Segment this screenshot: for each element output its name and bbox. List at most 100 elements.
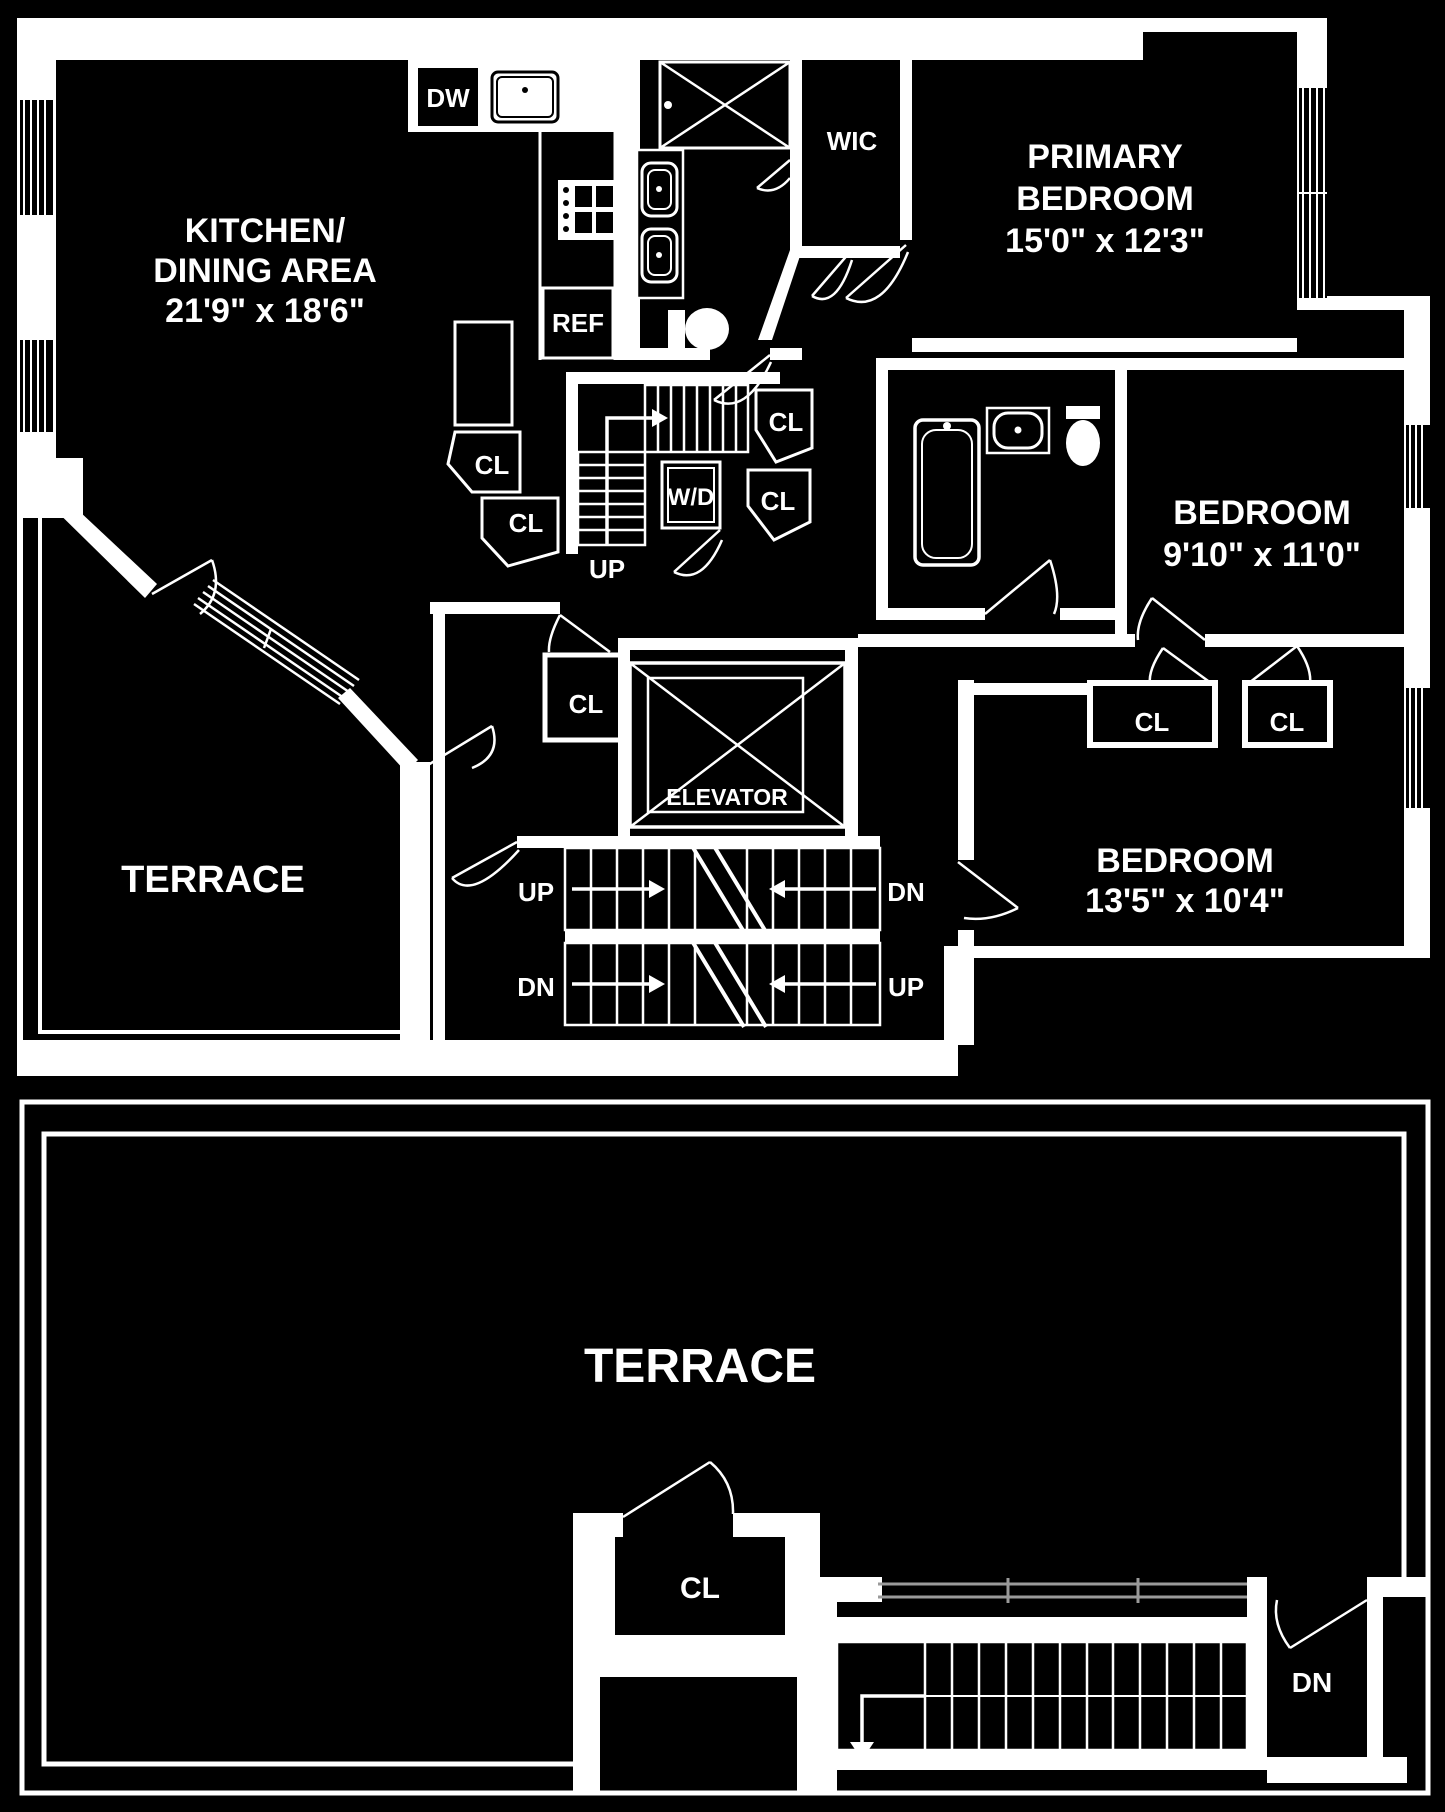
shower-icon (658, 60, 792, 150)
toilet-icon (1066, 406, 1100, 466)
hall-closets: CL CL CL CL CL (430, 388, 814, 1042)
terrace-label: TERRACE (121, 859, 305, 901)
up-arrow (605, 416, 655, 545)
kitchen-dims: 21'9" x 18'6" (165, 292, 365, 330)
closet (480, 496, 560, 568)
down-label: DN (887, 877, 925, 907)
closet-door-arc (547, 613, 611, 654)
landing-door-arc (451, 840, 520, 887)
stair-door-arc (1274, 1598, 1368, 1650)
closet-door-arc (622, 1460, 735, 1519)
pantry-column (453, 320, 514, 427)
window-icon (20, 88, 1430, 808)
terrace-outer-wall (19, 1099, 1431, 1796)
elevator: ELEVATOR (618, 638, 858, 840)
bedroom-small-dims: 9'10" x 11'0" (1163, 536, 1361, 574)
down-arrow (860, 1694, 925, 1744)
terrace-parapet (41, 1131, 1407, 1767)
lower-closet: CL (573, 1460, 820, 1795)
wall (615, 348, 710, 360)
kitchen-sink-icon (490, 70, 560, 124)
closet-label: CL (509, 508, 544, 538)
vanity-sinks-icon (635, 148, 685, 300)
dishwasher (418, 68, 478, 126)
bedroom-small-label: BEDROOM (1173, 494, 1351, 532)
primary-bedroom-label-2: BEDROOM (1016, 180, 1194, 218)
angled-wall (758, 250, 802, 340)
bedroom-door-arc (845, 244, 910, 304)
upper-floor-plan: DW REF KITCHEN/ DINING AR (17, 18, 1430, 1076)
closet-label: CL (680, 1572, 720, 1605)
bathroom-door-arc (984, 559, 1059, 615)
stair-break-icon (690, 939, 768, 1029)
outer-walls (17, 18, 1430, 1076)
down-label: DN (517, 972, 555, 1002)
closet-label: CL (761, 486, 796, 516)
up-label: UP (589, 554, 625, 584)
closet-label: CL (1270, 707, 1305, 737)
bedroom-closets: CL CL (1087, 645, 1333, 748)
up-label: UP (518, 877, 554, 907)
stove-icon (558, 180, 615, 240)
upper-stairs: UP W/D (566, 372, 780, 584)
terrace-door-arc (427, 724, 496, 770)
kitchen: DW REF KITCHEN/ DINING AR (153, 60, 640, 427)
dishwasher-label: DW (426, 83, 470, 113)
elevator-x-icon (629, 662, 846, 828)
elevator-label: ELEVATOR (666, 784, 788, 810)
sink-icon (985, 406, 1051, 455)
bedroom-large-dims: 13'5" x 10'4" (1085, 882, 1285, 920)
closet (754, 388, 814, 464)
primary-bathroom (615, 18, 802, 405)
wic-door-arc (811, 251, 854, 301)
wall (790, 18, 802, 258)
bedroom-door-arc (1136, 597, 1206, 641)
primary-bedroom-dims: 15'0" x 12'3" (1005, 222, 1205, 260)
primary-bedroom: PRIMARY BEDROOM 15'0" x 12'3" (758, 138, 1297, 352)
walk-in-closet: WIC (790, 18, 912, 301)
bedroom-large-label: BEDROOM (1096, 842, 1274, 880)
upper-terrace: TERRACE (33, 466, 496, 1042)
closet-label: CL (475, 450, 510, 480)
main-stairs: UP DN DN UP (451, 836, 925, 1029)
bedroom-door-arc (957, 861, 1019, 921)
lower-stairs: DN (817, 1577, 1428, 1795)
sliding-door-icon (193, 578, 360, 706)
terrace-label: TERRACE (584, 1340, 816, 1393)
hall-bathroom (876, 358, 1404, 647)
angled-wall (338, 688, 418, 772)
kitchen-label-2: DINING AREA (153, 252, 377, 290)
closet (1087, 680, 1218, 748)
kitchen-label-1: KITCHEN/ (185, 212, 346, 250)
primary-bedroom-label-1: PRIMARY (1027, 138, 1183, 176)
wic-label: WIC (827, 126, 878, 156)
up-arrowhead-icon (652, 409, 668, 427)
bathtub-icon (913, 418, 981, 567)
closet-door-arc (1148, 646, 1216, 688)
refrigerator-label: REF (552, 308, 604, 338)
up-label: UP (888, 972, 924, 1002)
lower-floor-plan: TERRACE CL (19, 1099, 1431, 1796)
wall (770, 348, 802, 360)
closet-label: CL (569, 689, 604, 719)
washer-dryer-label: W/D (668, 484, 715, 511)
bedroom-small: BEDROOM 9'10" x 11'0" (858, 494, 1404, 647)
refrigerator (541, 286, 615, 360)
closet-label: CL (769, 407, 804, 437)
stair-break-icon (690, 844, 768, 934)
closet (746, 468, 812, 542)
railing-post-icon (1006, 1578, 1140, 1603)
down-label: DN (1292, 1667, 1332, 1698)
shower-door-arc (756, 159, 791, 192)
angled-wall (33, 481, 157, 598)
closet (446, 430, 522, 494)
closet (1242, 680, 1333, 748)
closet-label: CL (1135, 707, 1170, 737)
closet-door-arc (1244, 645, 1312, 687)
wd-door-arc (673, 529, 724, 577)
bedroom-large: BEDROOM 13'5" x 10'4" (957, 680, 1285, 1045)
toilet-icon (668, 308, 729, 350)
washer-dryer: W/D (660, 460, 724, 577)
